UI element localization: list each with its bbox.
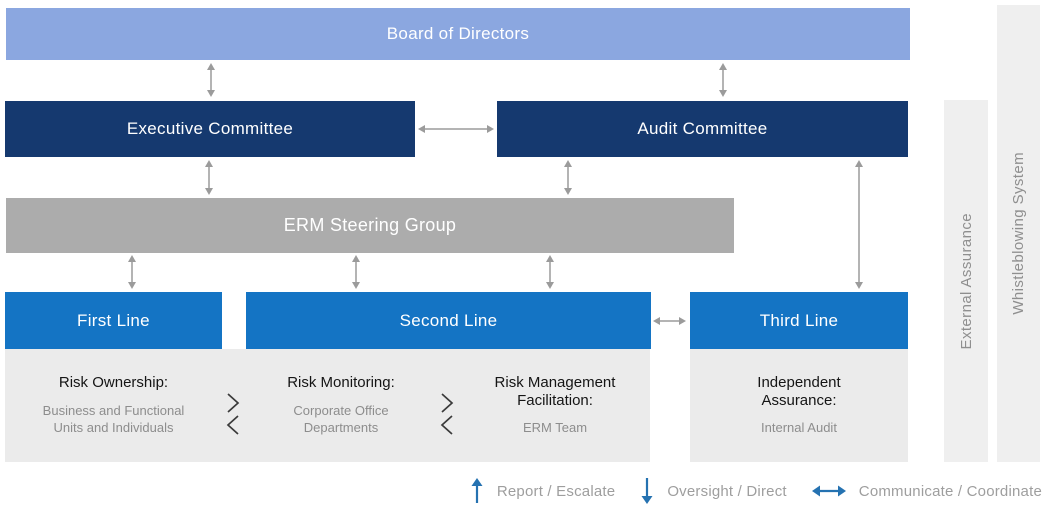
- arrow-executive-erm: [205, 160, 213, 195]
- external-assurance-label: External Assurance: [957, 212, 975, 350]
- column-subtext: Corporate Office Departments: [293, 402, 389, 435]
- risk-management-facilitation-column: Risk Management Facilitation: ERM Team: [465, 349, 645, 462]
- whistleblowing-system-label: Whistleblowing System: [1010, 152, 1027, 315]
- legend-item-communicate-coordinate: Communicate / Coordinate: [811, 482, 1042, 500]
- third-line-box: Third Line: [690, 292, 908, 349]
- column-subtext: Business and Functional Units and Indivi…: [42, 402, 185, 435]
- first-line-box: First Line: [5, 292, 222, 349]
- chevron-separator-icon: [226, 393, 240, 435]
- legend-item-report-escalate: Report / Escalate: [470, 478, 615, 504]
- column-heading: Risk Ownership:: [58, 374, 169, 392]
- third-line-panel: [690, 349, 908, 462]
- column-subtext: Internal Audit: [761, 420, 837, 436]
- arrow-erm-second-line-left: [352, 255, 360, 289]
- arrow-board-executive: [207, 63, 215, 97]
- legend-label: Oversight / Direct: [667, 482, 787, 500]
- executive-committee-box: Executive Committee: [5, 101, 415, 157]
- legend-item-oversight-direct: Oversight / Direct: [640, 478, 787, 504]
- arrow-second-third-line: [653, 317, 686, 325]
- chevron-separator-icon: [440, 393, 454, 435]
- external-assurance-bar: External Assurance: [944, 100, 988, 462]
- column-heading: Independent Assurance:: [757, 373, 841, 409]
- legend-label: Report / Escalate: [496, 482, 616, 500]
- risk-monitoring-column: Risk Monitoring: Corporate Office Depart…: [251, 349, 431, 462]
- arrow-down-icon: [641, 478, 653, 504]
- whistleblowing-system-bar: Whistleblowing System: [997, 5, 1040, 462]
- risk-ownership-column: Risk Ownership: Business and Functional …: [5, 349, 222, 462]
- arrow-audit-third-line: [855, 160, 863, 289]
- arrow-audit-erm: [564, 160, 572, 195]
- audit-committee-box: Audit Committee: [497, 101, 908, 157]
- board-of-directors-box: Board of Directors: [6, 8, 910, 60]
- second-line-box: Second Line: [246, 292, 651, 349]
- column-heading: Risk Management Facilitation:: [494, 373, 616, 409]
- column-subtext: ERM Team: [522, 420, 588, 436]
- arrow-board-audit: [719, 63, 727, 97]
- arrow-left-right-icon: [811, 485, 846, 497]
- arrow-executive-audit: [418, 125, 494, 133]
- first-second-line-panel: [5, 349, 650, 462]
- legend: Report / Escalate Oversight / Direct Com…: [470, 474, 1042, 508]
- erm-steering-group-box: ERM Steering Group: [6, 198, 734, 253]
- arrow-erm-first-line: [128, 255, 136, 289]
- arrow-erm-second-line-right: [546, 255, 554, 289]
- column-heading: Risk Monitoring:: [287, 374, 395, 392]
- independent-assurance-column: Independent Assurance: Internal Audit: [690, 349, 908, 462]
- arrow-up-icon: [471, 478, 483, 503]
- legend-label: Communicate / Coordinate: [858, 482, 1042, 500]
